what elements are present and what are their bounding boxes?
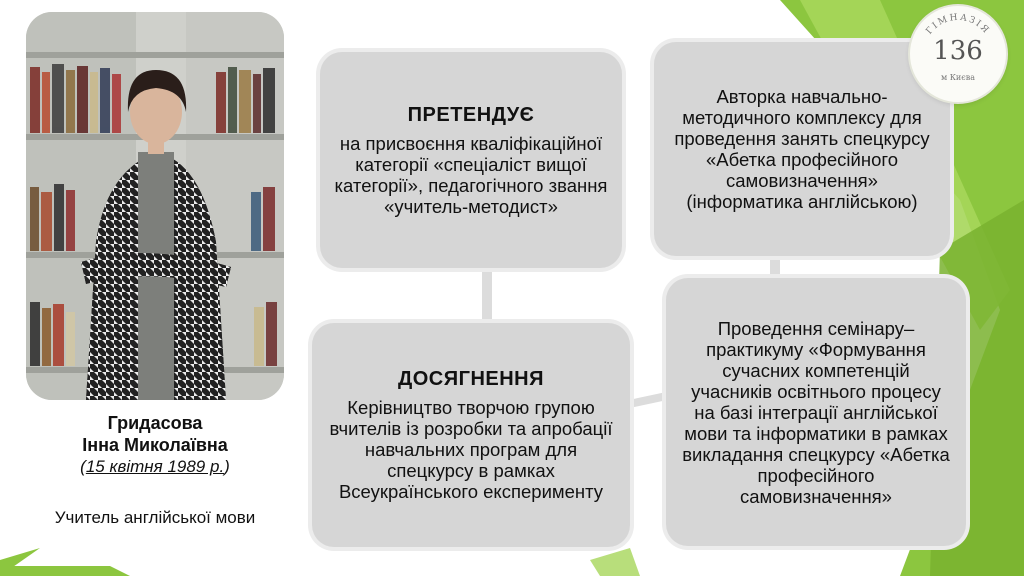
birth-close-paren: ) [224, 457, 230, 476]
svg-text:ГІМНАЗІЯ: ГІМНАЗІЯ [924, 13, 991, 37]
portrait-photo [26, 12, 284, 400]
claim-title: ПРЕТЕНДУЄ [407, 103, 535, 126]
role-text: Учитель англійської мови [54, 508, 256, 527]
connector-horizontal [627, 391, 669, 409]
achievements-box: ДОСЯГНЕННЯ Керівництво творчою групою вч… [312, 323, 630, 547]
given-names: Інна Миколаївна [82, 435, 228, 455]
birth-open-paren: ( [80, 457, 86, 476]
connector-vertical-left [482, 268, 492, 326]
seminar-box: Проведення семінару–практикуму «Формуван… [666, 278, 966, 546]
name-block: Гридасова Інна Миколаївна (15 квітня 198… [0, 412, 310, 478]
surname: Гридасова [107, 413, 203, 433]
author-text: Авторка навчально-методичного комплексу … [674, 86, 930, 212]
birth-date-line: (15 квітня 1989 р.) [0, 456, 310, 478]
claim-box: ПРЕТЕНДУЄ на присвоєння кваліфікаційної … [320, 52, 622, 268]
achievements-text: Керівництво творчою групою вчителів із р… [329, 397, 613, 502]
claim-text: на присвоєння кваліфікаційної категорії … [334, 132, 608, 217]
seminar-text: Проведення семінару–практикуму «Формуван… [682, 317, 950, 507]
svg-text:м Києва: м Києва [941, 73, 975, 82]
achievements-title: ДОСЯГНЕННЯ [397, 368, 544, 390]
school-logo: ГІМНАЗІЯ м Києва 136 [910, 6, 1006, 102]
connector-vertical-right [770, 254, 780, 280]
logo-arc-text: ГІМНАЗІЯ м Києва [924, 13, 991, 82]
logo-number: 136 [933, 36, 983, 66]
author-box: Авторка навчально-методичного комплексу … [654, 42, 950, 256]
birth-date: 15 квітня 1989 р. [85, 457, 225, 476]
